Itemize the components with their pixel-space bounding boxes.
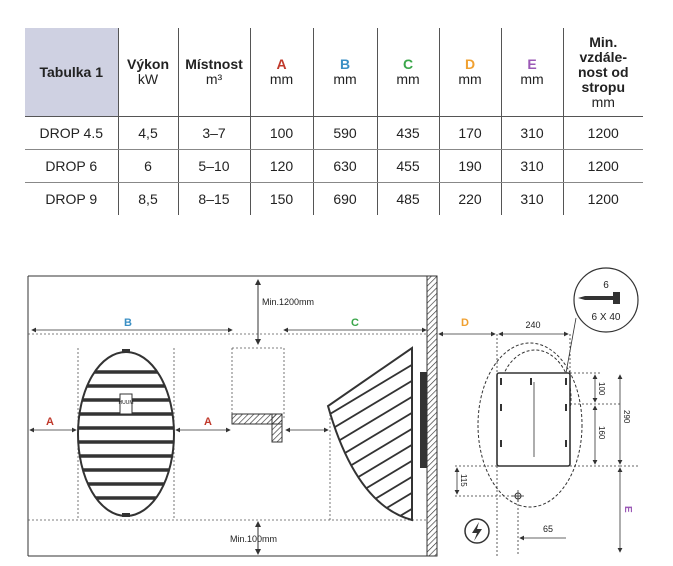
column-name: Výkon: [126, 56, 169, 72]
screw-icon: [578, 292, 620, 304]
table-title: Tabulka 1: [25, 28, 119, 117]
table-cell: 690: [313, 182, 378, 215]
wall-hatch: [426, 275, 438, 557]
room-frame: [27, 275, 430, 557]
screw-callout: 6 6 X 40: [565, 267, 639, 374]
label-b: B: [124, 317, 132, 329]
column-name: Místnost: [185, 56, 243, 72]
huum-logo: HUUM: [119, 400, 134, 406]
label-a-middle: A: [204, 416, 212, 428]
table-cell: 1200: [563, 116, 643, 150]
table-cell: 1200: [587, 191, 619, 207]
table-cell: 590: [313, 116, 378, 150]
label-e: E: [622, 506, 633, 513]
table-cell: DROP 4.5: [25, 116, 119, 150]
table-cell: 6: [118, 149, 179, 183]
table-cell: 3–7: [178, 116, 251, 150]
table-cell: 220: [439, 182, 502, 215]
label-a-left: A: [46, 416, 54, 428]
label-d: D: [461, 317, 469, 329]
min-top-label: Min.1200mm: [262, 297, 314, 307]
dim-290: 290: [622, 410, 631, 424]
dim-115: 115: [459, 474, 468, 487]
table-cell: 4,5: [118, 116, 179, 150]
table-cell: 8–15: [178, 182, 251, 215]
table-cell: 435: [377, 116, 440, 150]
table-cell: 5–10: [178, 149, 251, 183]
column-unit: mm: [396, 71, 420, 87]
column-unit: mm: [458, 71, 482, 87]
min-bottom-label: Min.100mm: [230, 534, 277, 544]
table-cell: 100: [250, 116, 314, 150]
column-unit: mm: [591, 93, 615, 110]
column-name: B: [339, 56, 351, 72]
column-unit: mm: [520, 71, 544, 87]
table-cell: 310: [501, 182, 564, 215]
connector-hatch-2: [271, 413, 283, 443]
table-cell: 8,5: [118, 182, 179, 215]
dim-240: 240: [525, 320, 540, 330]
wall-heater: [326, 346, 427, 522]
column-name: D: [464, 56, 476, 72]
table-cell: 120: [250, 149, 314, 183]
column-unit: m³: [205, 71, 223, 87]
drum-heater: HUUM: [77, 349, 175, 517]
dim-65: 65: [543, 524, 553, 534]
label-c: C: [351, 317, 359, 329]
column-name: C: [402, 56, 414, 72]
dim-160: 160: [597, 426, 606, 440]
column-name: A: [276, 56, 287, 72]
table-cell: DROP 9: [25, 182, 119, 215]
table-cell: 630: [313, 149, 378, 183]
column-name: E: [527, 56, 537, 72]
column-unit: mm: [333, 71, 357, 87]
table-cell: 170: [439, 116, 502, 150]
dim-100: 100: [597, 382, 606, 396]
table-cell: 190: [439, 149, 502, 183]
wall-view: [455, 334, 640, 556]
screw-size: 6 X 40: [592, 312, 621, 323]
screw-count: 6: [603, 280, 609, 291]
column-unit: kW: [137, 71, 159, 87]
table-cell: 1200: [563, 149, 643, 183]
column-unit: mm: [269, 71, 294, 87]
table-cell: 310: [501, 116, 564, 150]
table-cell: DROP 6: [25, 149, 119, 183]
table-cell: 485: [377, 182, 440, 215]
table-cell: 455: [377, 149, 440, 183]
column-name: Min. vzdále- nost od stropu: [577, 33, 629, 95]
mounting-plate: [496, 372, 571, 467]
table-cell: 310: [501, 149, 564, 183]
table-cell: 150: [250, 182, 314, 215]
